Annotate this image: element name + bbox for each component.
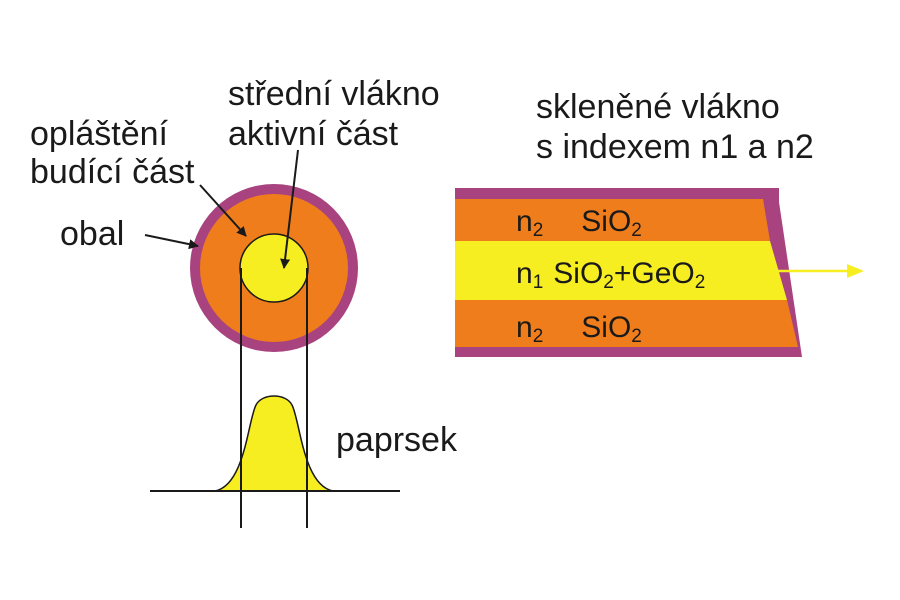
core-circle <box>239 233 309 303</box>
core-pointer-arrow <box>280 149 299 269</box>
output-arrow-head <box>847 264 864 278</box>
cladding-label: opláštění <box>30 115 169 153</box>
fiber-side-view <box>455 188 864 357</box>
coating-pointer-arrow <box>144 234 199 250</box>
fiber-cross-section <box>190 184 358 352</box>
gaussian-beam <box>214 395 334 492</box>
fiber-core-layer <box>455 241 787 300</box>
core-role-label: aktivní část <box>228 115 399 153</box>
cladding-role-label: budící část <box>30 153 195 191</box>
fiber-title-line-2: s indexem n1 a n2 <box>536 128 814 166</box>
coating-label: obal <box>60 215 124 253</box>
cladding-pointer-arrow <box>199 184 247 237</box>
core-label: střední vlákno <box>228 75 440 113</box>
fiber-top-cladding <box>455 199 770 241</box>
fiber-bottom-cladding <box>455 300 798 347</box>
beam-profile <box>150 268 400 528</box>
beam-label: paprsek <box>336 421 458 459</box>
fiber-title-line-1: skleněné vlákno <box>536 88 780 126</box>
